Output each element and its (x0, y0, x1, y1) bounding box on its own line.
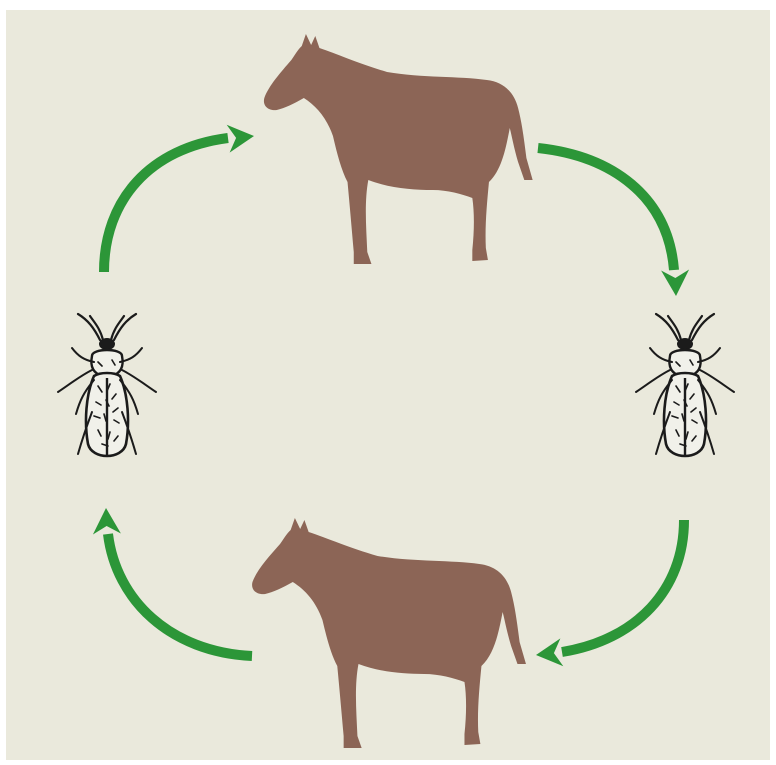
diagram-canvas (0, 0, 776, 765)
transmission-cycle-diagram (0, 0, 776, 765)
